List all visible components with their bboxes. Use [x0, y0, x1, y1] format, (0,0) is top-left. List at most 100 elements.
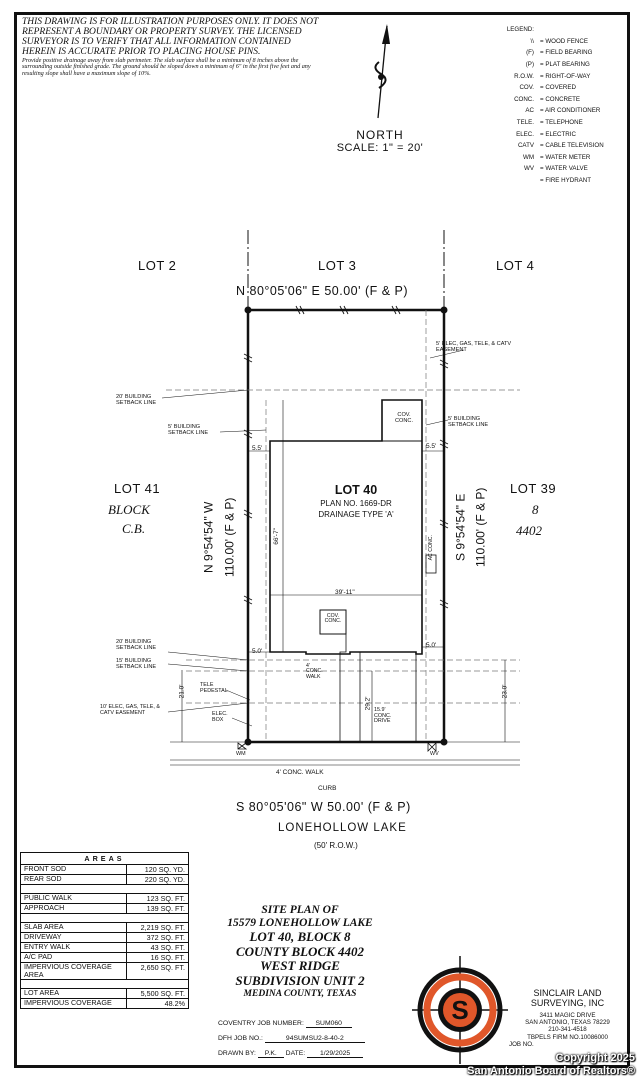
legend-key: \\: [530, 37, 534, 45]
coventry-row: COVENTRY JOB NUMBER: SUM060: [218, 1020, 352, 1028]
dim-29: 29.2': [364, 696, 372, 711]
lot39-block: 8: [532, 502, 539, 517]
date-value: 1/29/2025: [307, 1050, 364, 1058]
curb-label: CURB: [318, 785, 337, 792]
west-bearing: N 9°54'54" W: [201, 501, 216, 573]
lot41-cb: C.B.: [122, 521, 146, 536]
legend-key: TELE.: [516, 119, 534, 127]
areas-spacer: [21, 885, 188, 894]
areas-label: IMPERVIOUS COVERAGE: [21, 998, 127, 1008]
watermark-line2: San Antonio Board of Realtors®: [467, 1064, 635, 1077]
legend-item: CONC. = CONCRETE: [480, 94, 630, 106]
dim-5-0-left: 5.0': [252, 648, 263, 655]
company-block: SINCLAIR LAND SURVEYING, INC 3411 MAGIC …: [505, 988, 630, 1048]
areas-label: SLAB AREA: [21, 923, 127, 932]
conc-drive: 15.9' CONC. DRIVE: [374, 707, 392, 725]
east-bearing: S 9°54'54" E: [453, 493, 468, 561]
company-addr2: SAN ANTONIO, TEXAS 78229: [525, 1019, 610, 1027]
drainage-type: DRAINAGE TYPE 'A': [318, 510, 394, 519]
legend-key: WM: [523, 153, 534, 161]
wm-label: WM: [236, 751, 246, 757]
company-name2: SURVEYING, INC: [530, 998, 605, 1008]
legend-value: = FIELD BEARING: [540, 49, 593, 57]
legend-key: (P): [525, 61, 534, 69]
ac-label: AC CONC.: [427, 535, 434, 561]
disclaimer: THIS DRAWING IS FOR ILLUSTRATION PURPOSE…: [22, 17, 322, 77]
legend-key: CATV: [517, 142, 534, 150]
legend-title: LEGEND:: [506, 26, 534, 34]
legend-key: (F): [526, 49, 534, 57]
areas-label: DRIVEWAY: [21, 933, 127, 942]
north-arrow-icon: [374, 24, 390, 119]
legend-key: AC: [525, 107, 534, 115]
legend-value: = AIR CONDITIONER: [540, 107, 601, 115]
areas-row: SLAB AREA 2,219 SQ. FT.: [21, 923, 188, 933]
dim-5-5-left: 5.5': [252, 445, 263, 452]
areas-spacer: [21, 914, 188, 923]
legend-key: CONC.: [514, 95, 534, 103]
legend-item: (F) = FIELD BEARING: [480, 47, 630, 59]
areas-label: PUBLIC WALK: [21, 894, 127, 903]
areas-row: IMPERVIOUS COVERAGE 48.2%: [21, 998, 188, 1008]
setback-5-left: 5' BUILDING SETBACK LINE: [168, 424, 209, 436]
legend-item: (P)= PLAT BEARING: [480, 59, 630, 71]
drawn-label: DRAWN BY:: [218, 1050, 256, 1057]
drawn-row: DRAWN BY: P.K. DATE: 1/29/2025: [218, 1050, 364, 1058]
title-line1: SITE PLAN OF: [261, 904, 339, 916]
street-name: LONEHOLLOW LAKE: [278, 822, 407, 834]
areas-label: LOT AREA: [21, 988, 127, 998]
legend-value: = CABLE TELEVISION: [540, 142, 604, 150]
title-line7: MEDINA COUNTY, TEXAS: [243, 989, 357, 999]
company-name1: SINCLAIR LAND: [533, 988, 602, 998]
dfh-label: DFH JOB NO.:: [218, 1035, 263, 1042]
legend-value: = WATER METER: [540, 153, 591, 161]
coventry-value: SUM060: [305, 1020, 352, 1028]
areas-label: IMPERVIOUS COVERAGE AREA: [21, 963, 127, 979]
legend-value: = WOOD FENCE: [540, 37, 588, 45]
legend-value: = TELEPHONE: [540, 119, 583, 127]
drawing-frame: [14, 12, 630, 1068]
walk-small: 4' CONC. WALK: [306, 663, 323, 680]
legend-item: ELEC.= ELECTRIC: [480, 128, 630, 140]
disclaimer-note: Provide positive drainage away from slab…: [22, 56, 311, 77]
areas-title: AREAS: [21, 853, 188, 865]
legend-value: = CONCRETE: [540, 95, 581, 103]
date-label: DATE:: [285, 1050, 306, 1057]
drawn-value: P.K.: [257, 1050, 284, 1058]
areas-label: REAR SOD: [21, 875, 127, 884]
company-phone: 210-341-4518: [548, 1026, 587, 1034]
legend-item: = FIRE HYDRANT: [480, 175, 630, 187]
north-label: NORTH: [356, 128, 404, 142]
cov-conc-top: COV. CONC.: [394, 412, 414, 424]
areas-label: ENTRY WALK: [21, 943, 127, 952]
dim-5-5-right: 5.5': [426, 443, 437, 450]
title-line3: LOT 40, BLOCK 8: [249, 929, 351, 944]
title-line4: COUNTY BLOCK 4402: [235, 943, 365, 959]
east-dist: 110.00' (F & P): [473, 487, 488, 568]
legend-item: CATV = CABLE TELEVISION: [480, 140, 630, 152]
elec-box-label: ELEC. BOX: [212, 711, 228, 723]
legend-value: = WATER VALVE: [540, 165, 588, 173]
title-line2: 15579 LONEHOLLOW LAKE: [227, 917, 373, 929]
areas-value: 48.2%: [164, 998, 185, 1008]
dfh-row: DFH JOB NO.: 94SUMSU2-8-40-2: [218, 1035, 365, 1043]
areas-value: 123 SQ. FT.: [146, 894, 185, 903]
setback-15: 15' BUILDING SETBACK LINE: [116, 658, 157, 670]
title-line6: SUBDIVISION UNIT 2: [235, 972, 365, 988]
areas-value: 2,219 SQ. FT.: [140, 923, 185, 932]
legend-value: = ELECTRIC: [540, 130, 576, 138]
areas-value: 139 SQ. FT.: [146, 904, 185, 913]
coventry-label: COVENTRY JOB NUMBER:: [218, 1020, 304, 1027]
sinclair-logo-icon: S: [412, 956, 508, 1064]
title-block: SITE PLAN OF 15579 LONEHOLLOW LAKE LOT 4…: [195, 904, 405, 1000]
cov-conc-front: COV. CONC.: [324, 613, 342, 625]
lot39-cb: 4402: [516, 523, 542, 538]
